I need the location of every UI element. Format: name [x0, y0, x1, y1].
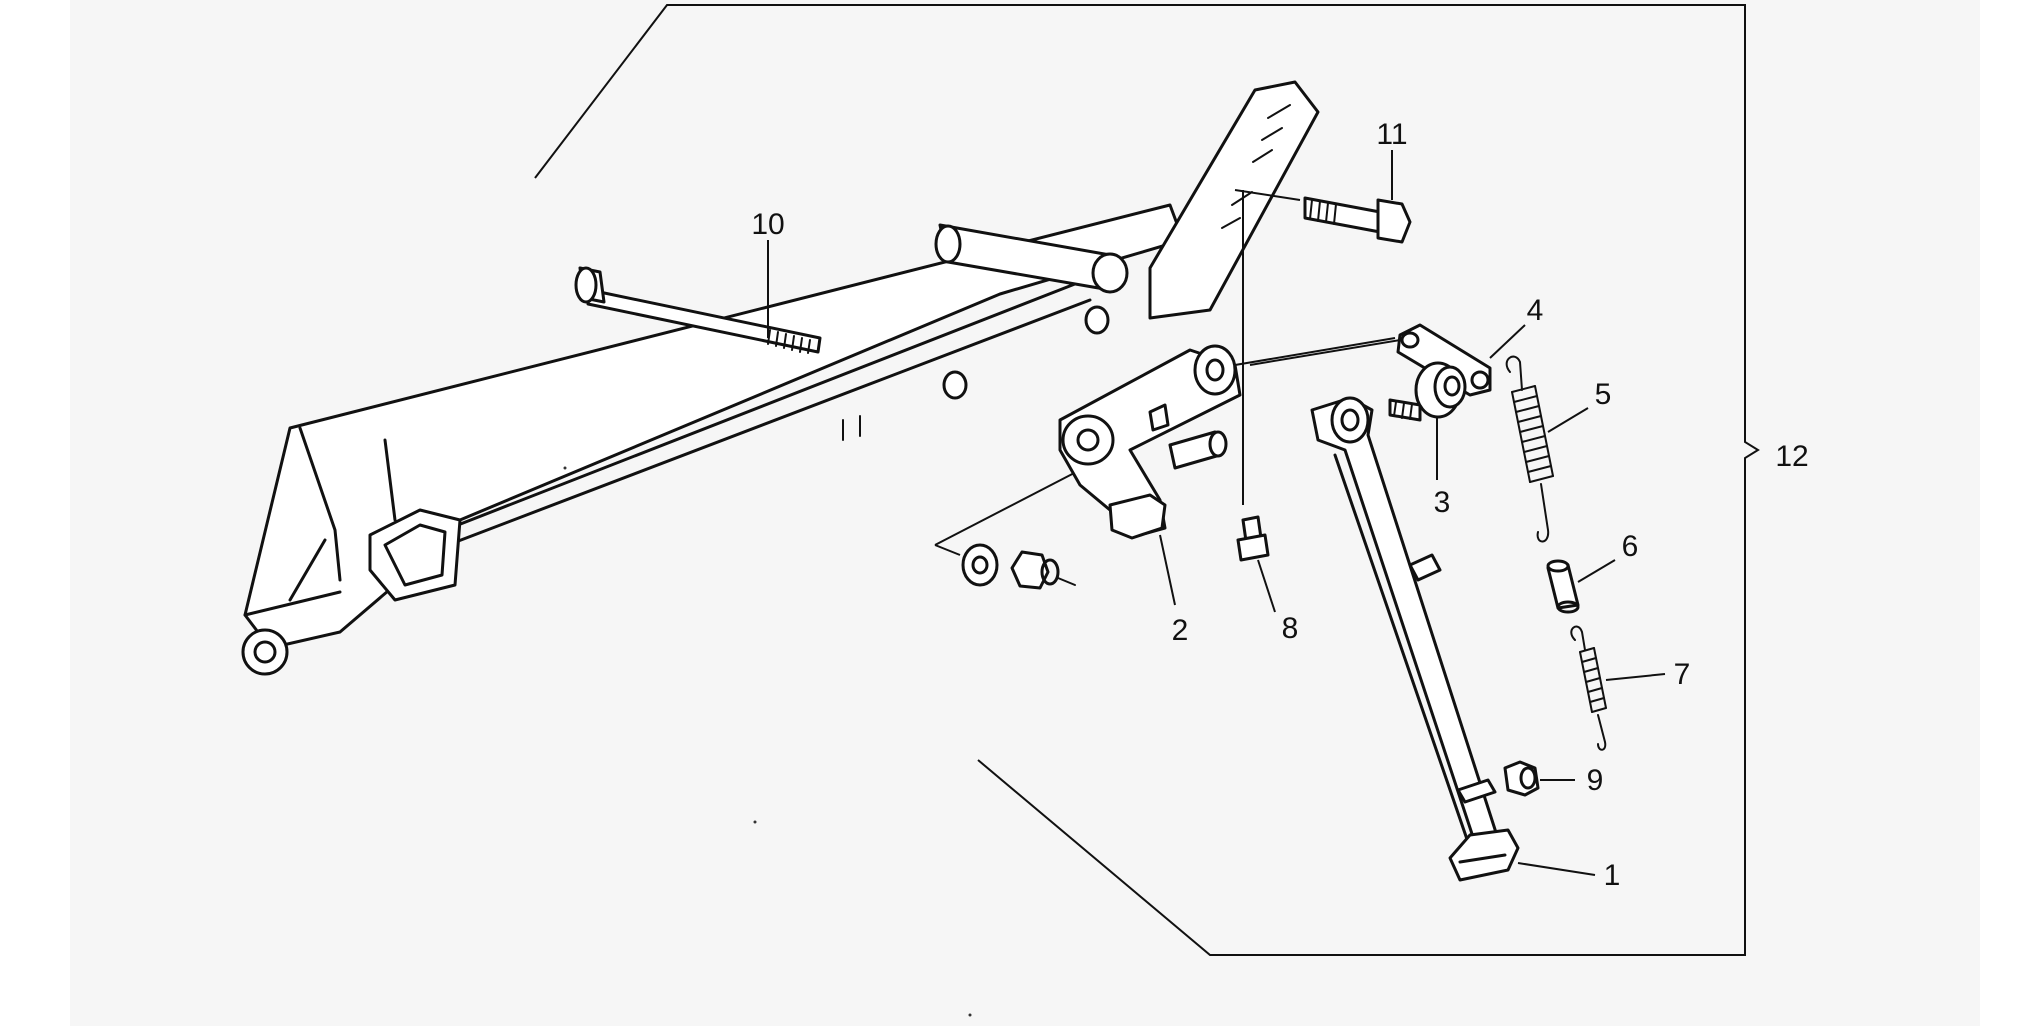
part-1-side-stand [1310, 396, 1520, 882]
frame-hole [1084, 305, 1110, 335]
guide-line [1234, 189, 1301, 201]
leader-5 [1547, 407, 1589, 433]
callout-4: 4 [1527, 294, 1544, 327]
pivot-eye [241, 628, 289, 676]
part-5-spring [1505, 355, 1554, 543]
callout-3: 3 [1434, 486, 1451, 519]
part-7-small-spring [1570, 625, 1607, 751]
guide-line [934, 544, 961, 556]
part-4-link-plate [1396, 323, 1492, 397]
callout-7: 7 [1674, 658, 1691, 691]
part-9-buffer [1503, 760, 1540, 797]
leader-2 [1159, 534, 1176, 606]
leader-6 [1577, 559, 1616, 583]
callout-2: 2 [1172, 614, 1189, 647]
scan-speck [753, 820, 757, 824]
callout-10: 10 [751, 208, 784, 241]
part-11-bolt [1303, 196, 1412, 244]
callout-11: 11 [1376, 118, 1407, 151]
leader-4 [1489, 324, 1526, 359]
part-8-screw [1236, 515, 1270, 562]
callout-1: 1 [1604, 859, 1621, 892]
leader-1 [1517, 862, 1596, 876]
part-2-bracket [1058, 344, 1242, 540]
callout-8: 8 [1282, 612, 1299, 645]
part-6-sleeve [1546, 559, 1580, 614]
part-10-long-bolt [574, 266, 822, 354]
frame-hole [942, 370, 968, 400]
guide-line [934, 469, 1081, 546]
callout-12: 12 [1775, 440, 1808, 473]
callout-9: 9 [1587, 764, 1604, 797]
leader-8 [1257, 559, 1276, 613]
leader-7 [1605, 673, 1666, 681]
scan-speck [968, 1013, 972, 1017]
assembly-frame-right [977, 5, 1760, 956]
scan-speck [563, 466, 567, 470]
callout-6: 6 [1622, 530, 1639, 563]
guide-line [1234, 337, 1396, 366]
part-3-pivot-bolt [1388, 361, 1467, 422]
motorcycle-frame [241, 80, 1320, 676]
callout-5: 5 [1595, 378, 1612, 411]
guide-line [1249, 339, 1401, 366]
washer-and-nut [961, 543, 1076, 590]
